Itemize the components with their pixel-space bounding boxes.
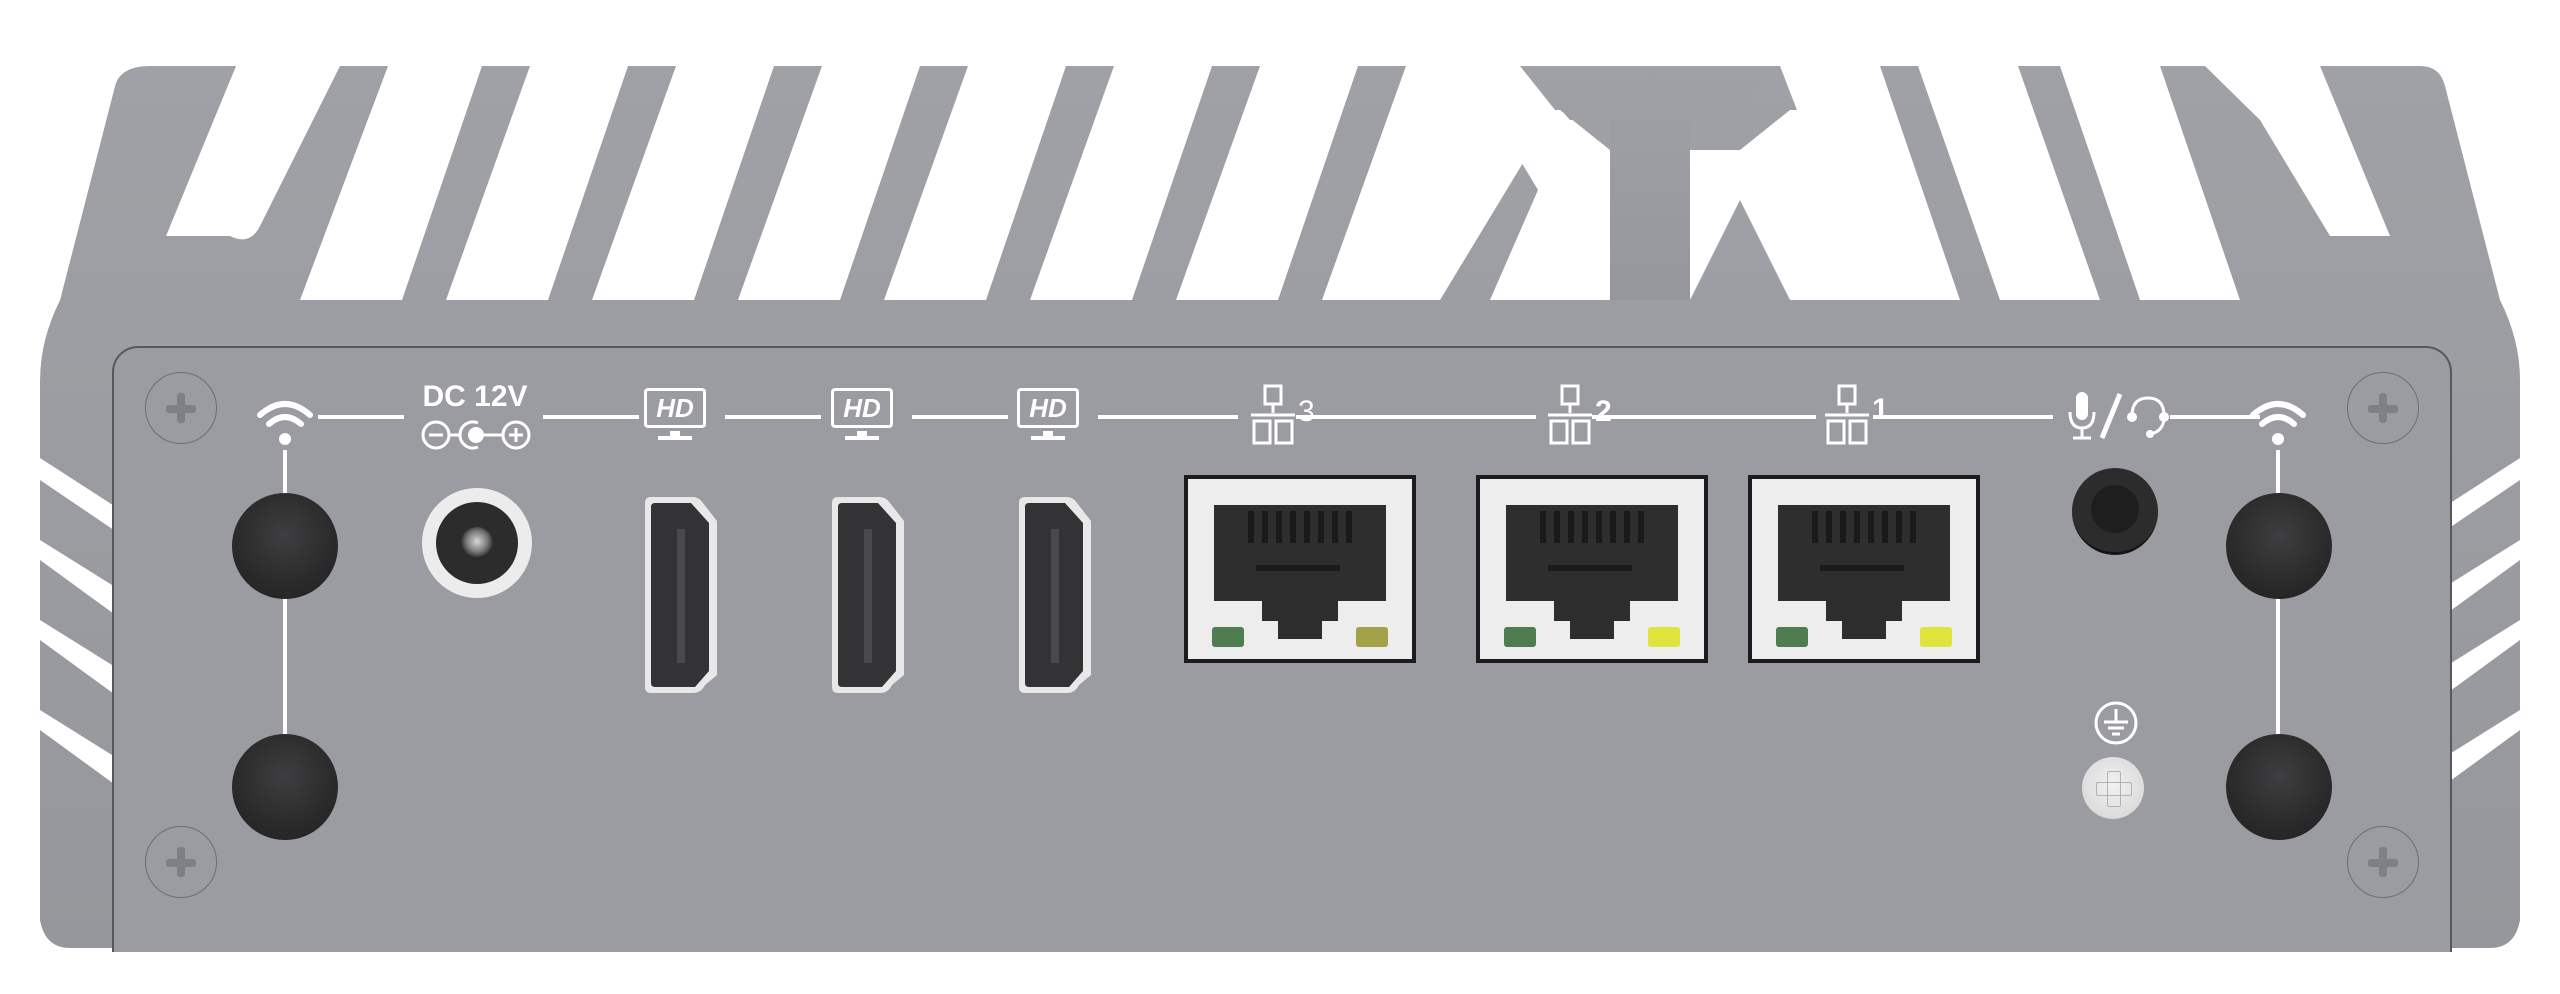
lan-label-2: 2 (1545, 383, 1612, 452)
lan-number: 3 (1298, 395, 1315, 428)
lan-label-1: 1 (1822, 383, 1889, 452)
label-guide-line (1296, 415, 1536, 419)
ground-screw[interactable] (2082, 757, 2144, 819)
hdmi-port-2[interactable] (830, 495, 906, 695)
screw-top-right (2347, 372, 2419, 444)
lan-port-3[interactable] (1184, 475, 1416, 663)
lan-number: 2 (1595, 395, 1612, 428)
hdmi-port-3[interactable] (1017, 495, 1093, 695)
label-guide-line (912, 415, 1008, 419)
lan-port-1[interactable] (1748, 475, 1980, 663)
lan2-link-led (1504, 627, 1536, 647)
antenna-guide-line (2276, 450, 2280, 790)
hdmi-monitor-icon: HD (831, 388, 893, 428)
lan-number: 1 (1872, 393, 1889, 426)
dc-polarity-icon (421, 420, 531, 450)
lan3-activity-led (1356, 627, 1388, 647)
wifi-icon (257, 401, 313, 445)
lan2-activity-led (1648, 627, 1680, 647)
antenna-guide-line (283, 450, 287, 790)
antenna-connector-right-bottom[interactable] (2226, 734, 2332, 840)
screw-top-left (145, 372, 217, 444)
antenna-connector-left-top[interactable] (232, 493, 338, 599)
network-icon (1825, 384, 1869, 445)
screw-bottom-left (145, 826, 217, 898)
hdmi-monitor-icon: HD (644, 388, 706, 428)
network-icon (1251, 384, 1295, 445)
antenna-connector-left-bottom[interactable] (232, 734, 338, 840)
hdmi-label-3: HD (1017, 388, 1079, 440)
label-guide-line (1098, 415, 1238, 419)
antenna-connector-right-top[interactable] (2226, 493, 2332, 599)
lan-port-2[interactable] (1476, 475, 1708, 663)
label-guide-line (2170, 415, 2260, 419)
ground-icon (2094, 701, 2138, 745)
label-guide-line (543, 415, 639, 419)
mic-headset-icon (2068, 392, 2169, 440)
screw-bottom-right (2347, 826, 2419, 898)
hdmi-label-2: HD (831, 388, 893, 440)
hdmi-label-1: HD (644, 388, 706, 440)
lan3-link-led (1212, 627, 1244, 647)
label-guide-line (1873, 415, 2053, 419)
label-guide-line (318, 415, 404, 419)
lan1-activity-led (1920, 627, 1952, 647)
hdmi-port-1[interactable] (643, 495, 719, 695)
lan1-link-led (1776, 627, 1808, 647)
dc-power-jack[interactable] (422, 488, 532, 598)
label-guide-line (1592, 415, 1816, 419)
wifi-icon (2250, 401, 2306, 445)
dc-label: DC 12V (422, 380, 528, 413)
network-icon (1548, 384, 1592, 445)
audio-combo-jack[interactable] (2072, 468, 2158, 555)
label-guide-line (725, 415, 821, 419)
hdmi-monitor-icon: HD (1017, 388, 1079, 428)
lan-label-3: 3 (1248, 383, 1315, 452)
